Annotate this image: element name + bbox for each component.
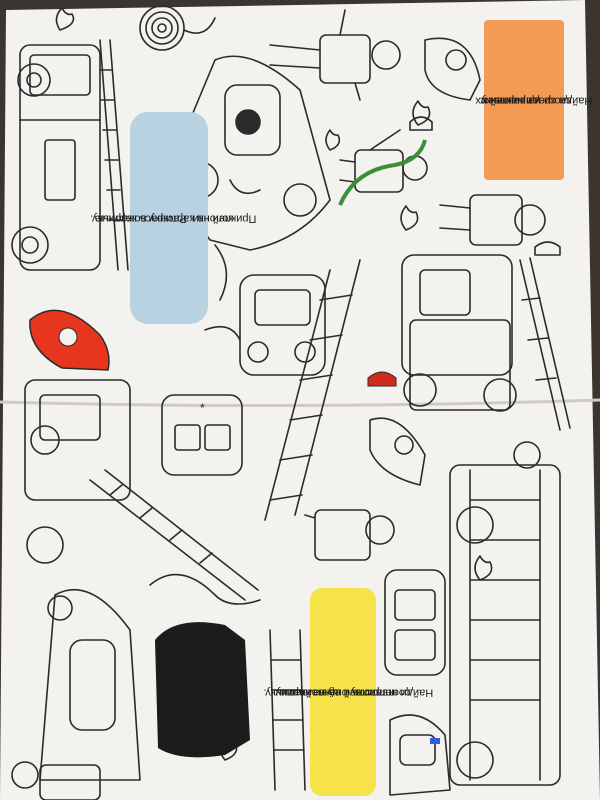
svg-text:*: *: [200, 401, 205, 415]
fire-truck-top-left: [11, 39, 129, 271]
hose-line-bottom: [149, 573, 261, 605]
instruction-helmets: Найди среди наклеек каски и приклей их н…: [476, 20, 593, 180]
ladder-truck-bottom-right: [449, 441, 561, 786]
ambulance-bottom: [384, 569, 446, 676]
small-ladder: [269, 629, 306, 791]
flame-6: [325, 129, 341, 151]
firefighter-center: [304, 509, 395, 561]
flame-3: [400, 205, 419, 231]
firefighter-bottom-left: [11, 761, 101, 800]
fire-truck-left-lower: [24, 379, 259, 601]
instruction-car-line3: и приклей её на картинку.: [263, 686, 395, 699]
firefighter-right: [439, 194, 546, 246]
police-car-bottom: [389, 714, 451, 796]
instruction-helmets-line3: на картинку.: [479, 94, 542, 107]
flame-2: [412, 100, 431, 126]
car-silhouette: [155, 622, 250, 758]
ambulance-center: *: [161, 394, 243, 476]
coiled-hose: [139, 5, 216, 51]
center-ladder: [264, 259, 361, 521]
instruction-hydrants-line2: колонки. Раскрась картинку.: [90, 212, 234, 225]
page-fold: [0, 398, 600, 408]
police-car-bottom-left: [39, 588, 141, 781]
instruction-hydrants: Приклей на картинку пожарные колонки. Ра…: [91, 112, 257, 324]
fire-truck-right: [401, 254, 571, 431]
center-truck: [204, 274, 326, 376]
blue-siren-sticker: [430, 738, 440, 744]
siren-light-outline-2: [409, 116, 433, 131]
red-helmet-sticker: [29, 309, 110, 371]
firefighter-top: [269, 9, 401, 101]
siren-light-outline-1: [534, 241, 561, 256]
hose-line-center: [214, 244, 228, 301]
instruction-car: Найди на листе с наклейками соответствую…: [264, 588, 433, 796]
flame-4: [474, 555, 493, 581]
green-hose-sticker: [338, 139, 427, 206]
helmet-outline-top-right: [424, 37, 481, 101]
flame-1: [55, 7, 75, 31]
helmet-outline-mid: [369, 417, 426, 486]
red-siren-sticker: [367, 371, 397, 387]
